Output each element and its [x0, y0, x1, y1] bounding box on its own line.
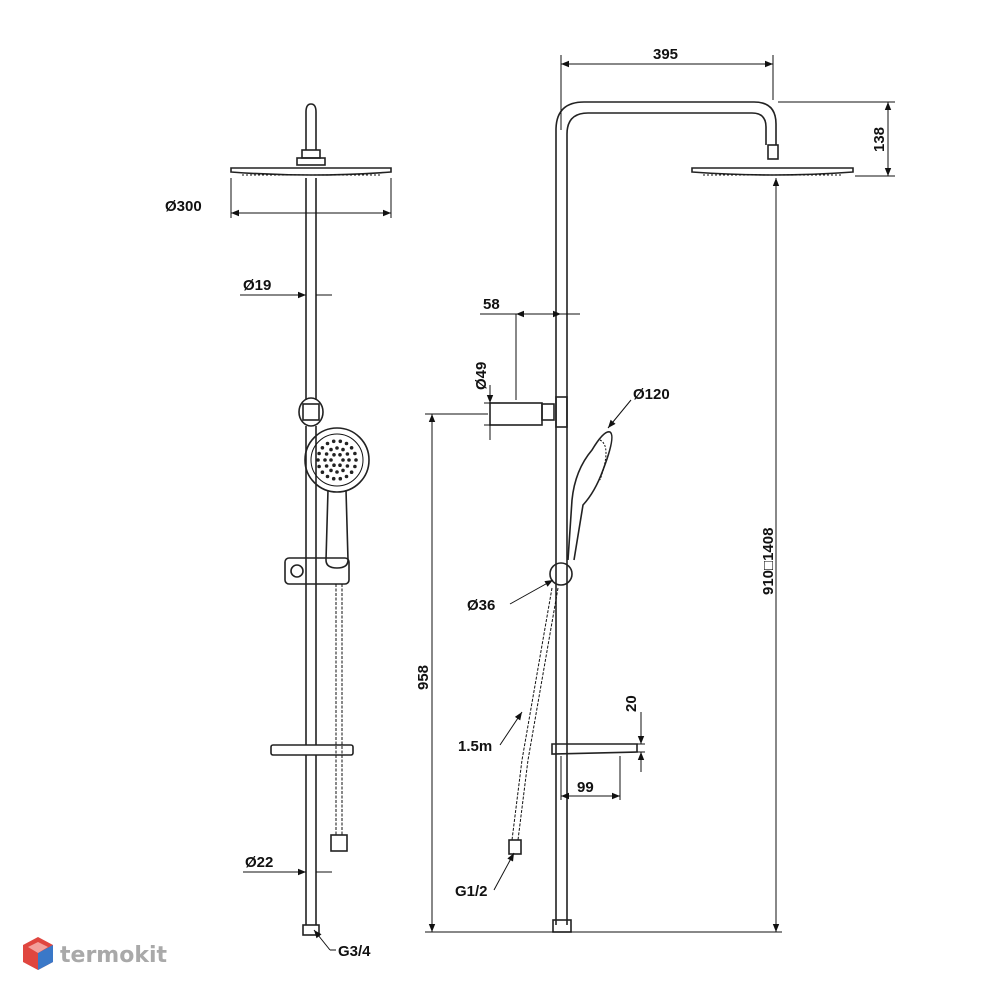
dim-hose-leader: [499, 711, 523, 746]
front-arm-joint: [301, 149, 321, 159]
dim-g34-label: G3/4: [338, 943, 371, 960]
nozzle-dot: [329, 447, 333, 452]
nozzle-dot: [353, 464, 357, 469]
front-hand-shower-nozzles: [316, 439, 358, 481]
nozzle-dot: [332, 453, 336, 457]
front-head-nut: [296, 157, 326, 166]
nozzle-dot: [325, 474, 330, 479]
nozzle-dot: [335, 446, 339, 450]
nozzle-dot: [341, 447, 345, 452]
side-view: 395 138 58 Ø49 Ø120 Ø36 910□1408 958: [415, 46, 895, 933]
front-diverter-core: [302, 403, 320, 421]
front-slider-knob: [290, 564, 304, 578]
dim-99-label: 99: [577, 779, 594, 796]
nozzle-dot: [332, 463, 336, 468]
nozzle-dot: [349, 446, 354, 450]
nozzle-dot: [347, 458, 351, 462]
dim-g34-leader: [313, 929, 331, 951]
dim-22-label: Ø22: [245, 854, 273, 871]
side-shelf: [551, 743, 638, 755]
nozzle-dot: [341, 468, 345, 473]
front-shelf: [270, 744, 354, 756]
side-hose: [511, 587, 559, 841]
dim-120-leader: [607, 399, 632, 429]
nozzle-dot: [324, 464, 329, 468]
nozzle-dot: [335, 470, 339, 474]
dim-300-label: Ø300: [165, 198, 202, 215]
front-diverter: [298, 397, 324, 427]
nozzle-dot: [345, 464, 350, 468]
nozzle-dot: [329, 468, 333, 473]
logo-brand-text: termokit: [60, 943, 167, 968]
side-arm-inner: [566, 112, 767, 925]
dim-20-label: 20: [623, 695, 640, 712]
side-diverter-ball: [549, 562, 573, 586]
nozzle-dot: [331, 439, 336, 444]
nozzle-dot: [316, 458, 320, 462]
nozzle-dot: [338, 476, 343, 481]
dim-49-label: Ø49: [473, 362, 490, 390]
side-arm-outer: [555, 101, 777, 925]
nozzle-dot: [344, 474, 349, 479]
dim-58-label: 58: [483, 296, 500, 313]
nozzle-dot: [329, 458, 333, 462]
front-slider-holder: [284, 557, 350, 585]
dim-910-1408-label: 910□1408: [760, 528, 777, 595]
nozzle-dot: [354, 458, 358, 462]
front-arm: [305, 103, 317, 150]
side-head-joint: [767, 144, 779, 160]
side-wall-bracket: [489, 402, 543, 426]
dim-120-label: Ø120: [633, 386, 670, 403]
front-hand-shower-face: [310, 433, 364, 487]
nozzle-dot: [325, 441, 330, 446]
side-bracket-collar: [555, 396, 568, 428]
nozzle-dot: [341, 458, 345, 462]
nozzle-dot: [353, 451, 357, 456]
front-hand-shower-head: [304, 427, 370, 493]
dim-395-label: 395: [653, 46, 678, 63]
front-hand-shower-handle: [325, 489, 349, 569]
nozzle-dot: [317, 451, 321, 456]
dim-36-leader: [509, 579, 554, 605]
termokit-logo: termokit: [23, 937, 167, 970]
nozzle-dot: [331, 476, 336, 481]
dim-g12-label: G1/2: [455, 883, 488, 900]
nozzle-dot: [344, 441, 349, 446]
nozzle-dot: [345, 452, 350, 456]
nozzle-dot: [320, 470, 325, 475]
dim-g12-leader: [493, 852, 515, 891]
nozzle-dot: [324, 452, 329, 456]
nozzle-dot: [320, 446, 325, 450]
nozzle-dot: [317, 464, 321, 469]
nozzle-dot: [338, 463, 342, 468]
side-hand-shower: [567, 431, 613, 561]
side-bracket-clamp: [541, 403, 555, 421]
front-rain-head: [230, 167, 392, 176]
dim-138-label: 138: [871, 127, 888, 152]
side-hand-shower-face: [599, 439, 607, 481]
side-hose-connector: [508, 839, 522, 855]
front-hose: [335, 584, 343, 835]
dim-hose-label: 1.5m: [458, 738, 492, 755]
front-hose-connector: [330, 834, 348, 852]
side-rain-head: [691, 167, 854, 176]
nozzle-dot: [338, 453, 342, 457]
dim-19-label: Ø19: [243, 277, 271, 294]
dim-958-label: 958: [415, 665, 432, 690]
dim-36-label: Ø36: [467, 597, 495, 614]
nozzle-dot: [349, 470, 354, 475]
front-view: Ø300 Ø19 Ø22 G3/4: [165, 103, 392, 960]
nozzle-dot: [323, 458, 327, 462]
nozzle-dot: [338, 439, 343, 444]
